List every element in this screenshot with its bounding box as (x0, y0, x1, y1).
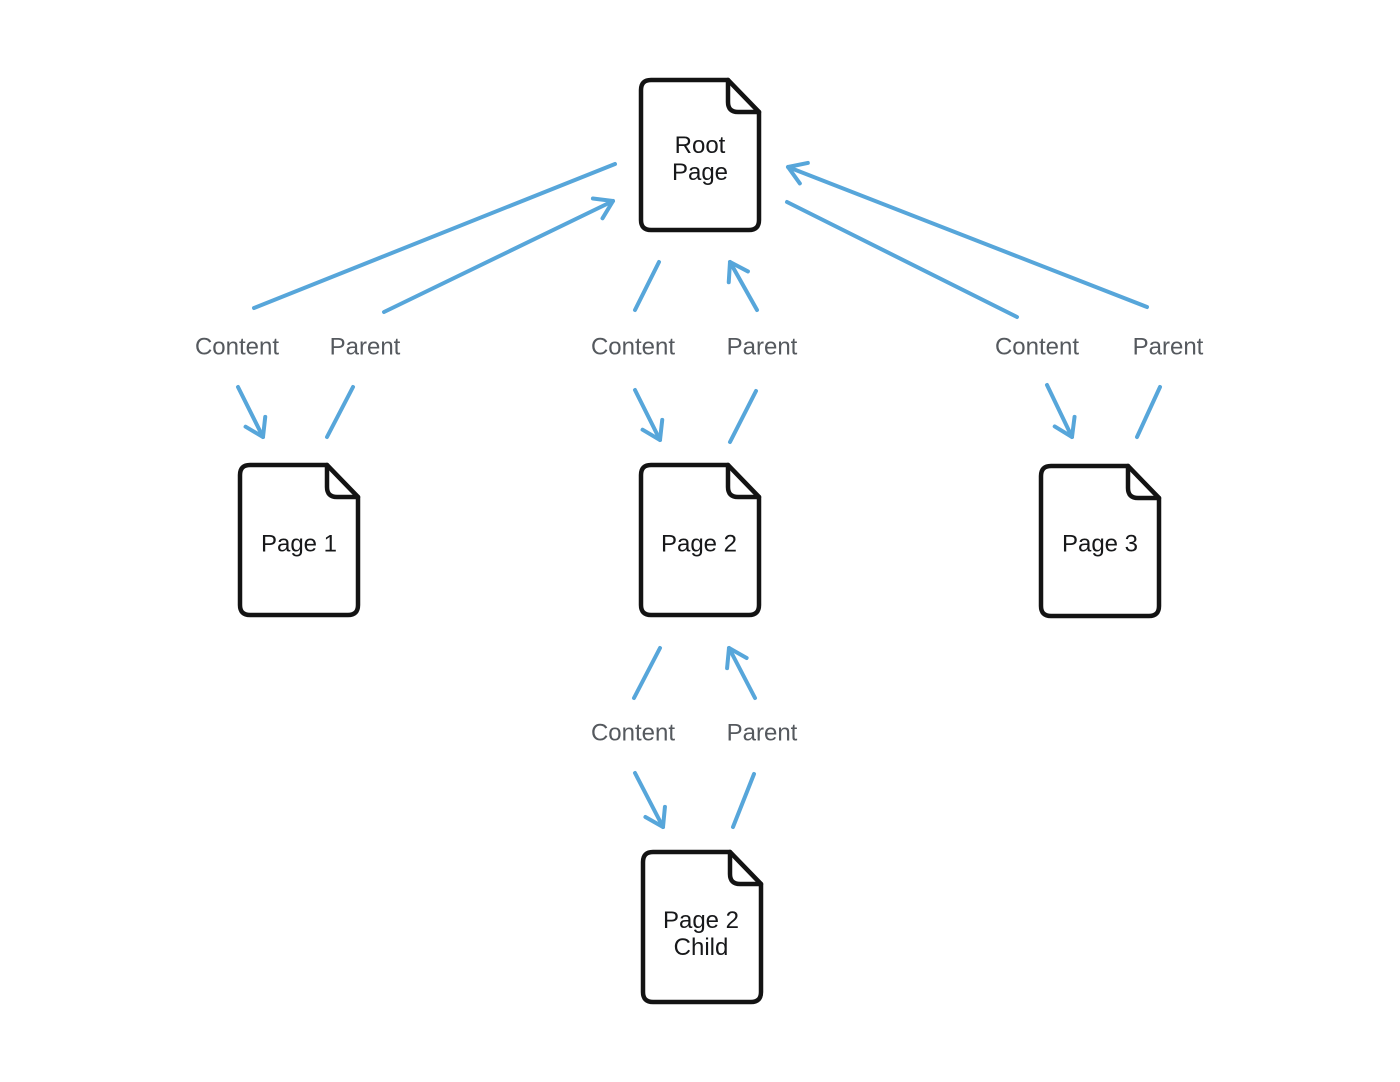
edge-label-right-content: Content (994, 333, 1080, 361)
node-label-page-3: Page 3 (1061, 530, 1139, 558)
node-label-page-2: Page 2 (660, 530, 738, 558)
edge-middle-parent-arrow-upper (726, 260, 759, 312)
edge-label-right-parent: Parent (1132, 333, 1204, 361)
edge-middle-content-line-upper (633, 260, 661, 312)
node-label-page-1: Page 1 (260, 530, 338, 558)
edge-label-left-content: Content (194, 333, 280, 361)
edge-bottom-content-line-upper (632, 646, 662, 700)
edge-label-left-parent: Parent (329, 333, 401, 361)
edge-label-bottom-parent: Parent (726, 719, 798, 747)
edge-right-parent-arrow-upper (786, 160, 1149, 309)
edge-left-content-line-upper (252, 162, 617, 310)
edge-middle-parent-line-lower (728, 389, 758, 444)
edge-right-content-line-upper (785, 200, 1019, 319)
edge-right-content-arrow-lower (1045, 383, 1077, 439)
edge-left-parent-line-lower (325, 385, 355, 439)
edge-middle-content-arrow-lower (633, 388, 665, 442)
edge-label-middle-content: Content (590, 333, 676, 361)
edge-bottom-parent-arrow-upper (725, 646, 757, 700)
edge-left-parent-arrow-upper (382, 196, 615, 314)
edge-bottom-content-arrow-lower (633, 771, 667, 829)
edge-right-parent-line-lower (1135, 385, 1162, 439)
edge-label-middle-parent: Parent (726, 333, 798, 361)
node-label-page-2-child: Page 2 Child (662, 907, 740, 961)
edge-label-bottom-content: Content (590, 719, 676, 747)
edge-bottom-parent-line-lower (731, 772, 756, 829)
edge-left-content-arrow-lower (236, 385, 268, 439)
node-label-root-page: Root Page (671, 132, 729, 186)
